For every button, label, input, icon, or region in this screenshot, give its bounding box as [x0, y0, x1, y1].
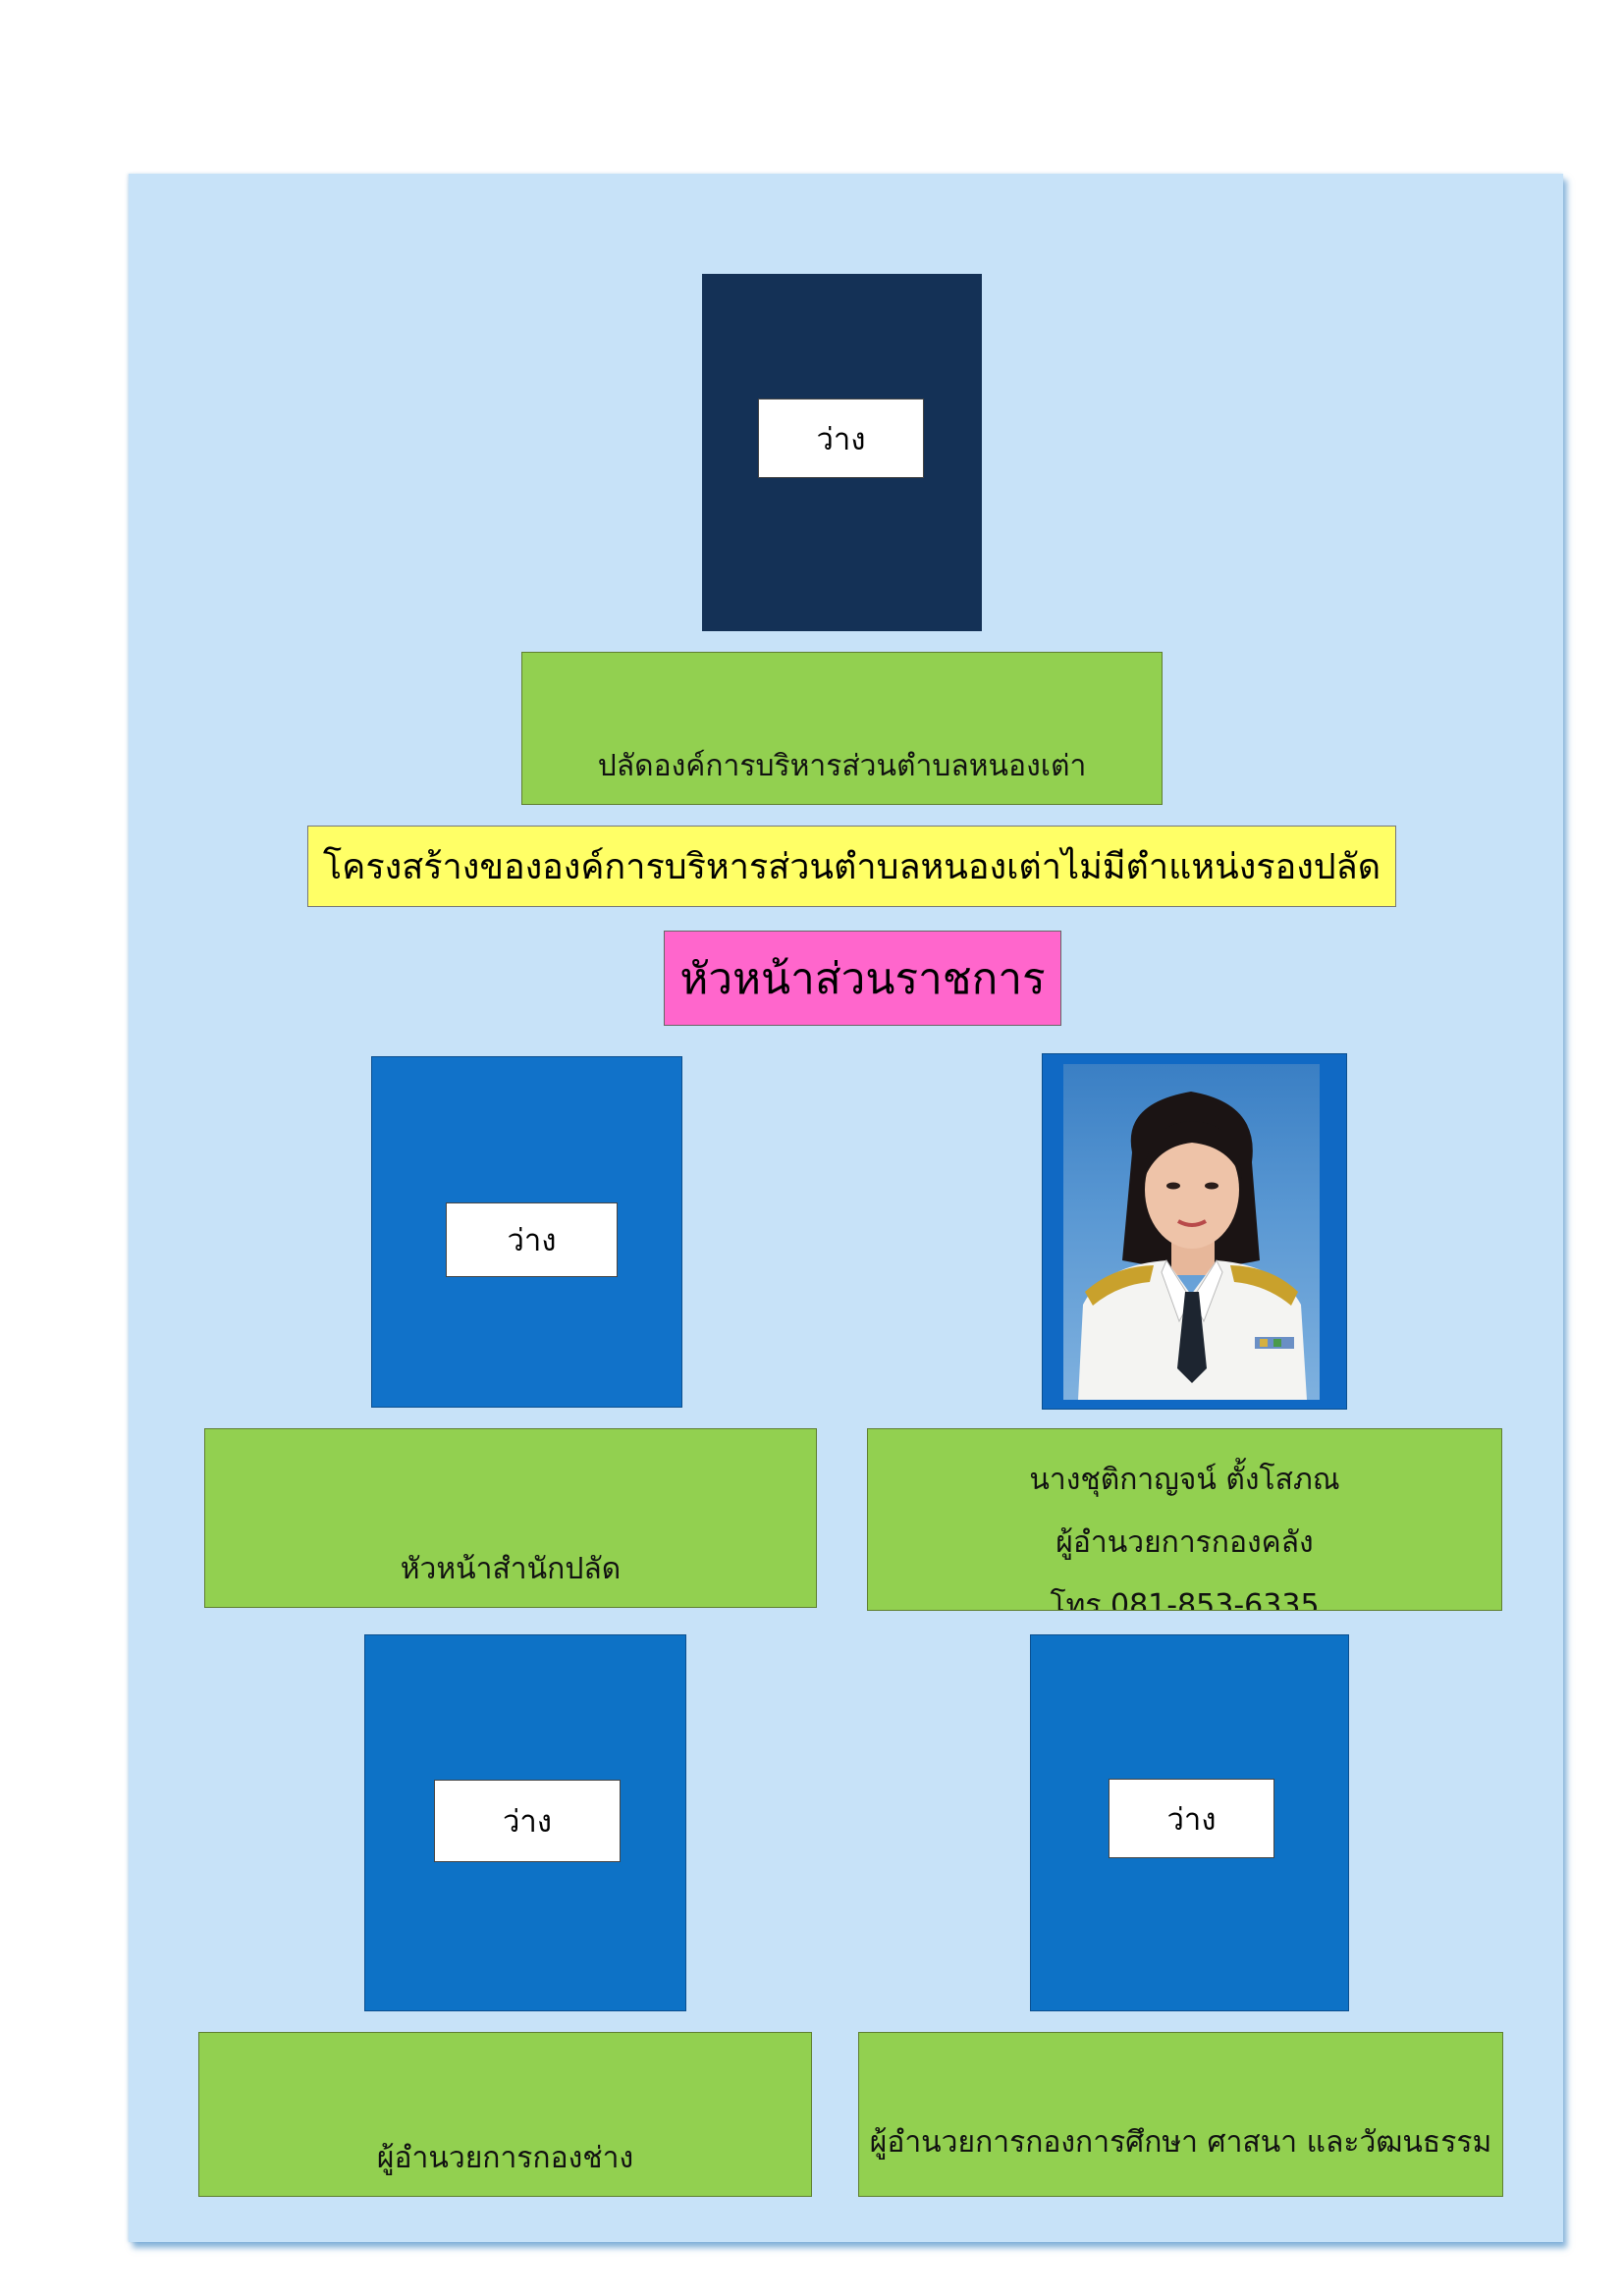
finance-director-info-box: นางชุติกาญจน์ ตั้งโสภณ ผู้อำนวยการกองคลั… — [867, 1428, 1502, 1611]
engineering-director-title: ผู้อำนวยการกองช่าง — [376, 2141, 634, 2175]
office-head-title: หัวหน้าสำนักปลัด — [400, 1552, 622, 1586]
education-director-title-box: ผู้อำนวยการกองการศึกษา ศาสนา และวัฒนธรรม — [858, 2032, 1503, 2197]
engineering-director-vacant-label: ว่าง — [434, 1780, 621, 1862]
office-head-title-box: หัวหน้าสำนักปลัด — [204, 1428, 817, 1608]
chief-title: ปลัดองค์การบริหารส่วนตำบลหนองเต่า — [597, 749, 1087, 783]
finance-director-photo — [1063, 1064, 1320, 1400]
education-director-vacant-label: ว่าง — [1109, 1779, 1274, 1858]
structure-note-banner: โครงสร้างขององค์การบริหารส่วนตำบลหนองเต่… — [307, 826, 1396, 907]
portrait-illustration — [1078, 1092, 1307, 1400]
office-head-photo-placeholder — [371, 1056, 682, 1408]
chief-vacant-label: ว่าง — [758, 399, 924, 478]
chief-title-box: ปลัดองค์การบริหารส่วนตำบลหนองเต่า — [521, 652, 1163, 805]
office-head-vacant-label: ว่าง — [446, 1202, 618, 1277]
finance-director-name: นางชุติกาญจน์ ตั้งโสภณ — [1029, 1463, 1340, 1497]
department-heads-heading: หัวหน้าส่วนราชการ — [664, 931, 1061, 1026]
education-director-title: ผู้อำนวยการกองการศึกษา ศาสนา และวัฒนธรรม — [869, 2125, 1492, 2160]
finance-director-phone: โทร.081-853-6335 — [1050, 1588, 1320, 1611]
finance-director-title: ผู้อำนวยการกองคลัง — [1056, 1525, 1314, 1560]
engineering-director-title-box: ผู้อำนวยการกองช่าง — [198, 2032, 812, 2197]
